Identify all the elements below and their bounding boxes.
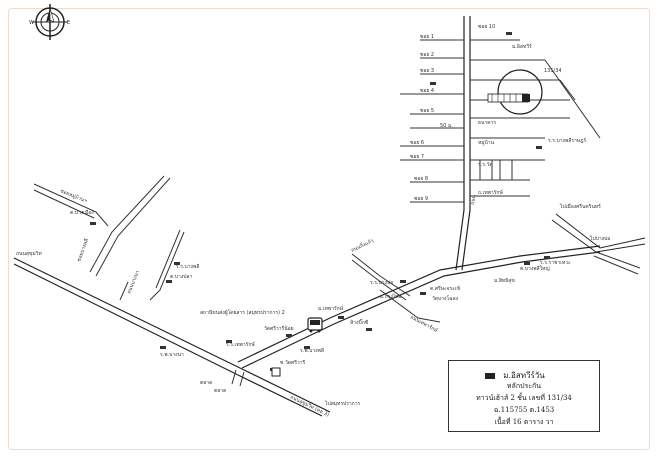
- landmark-road: ถ.เทพารักษ์: [478, 189, 503, 196]
- info-line-3: เนื้อที่ 16 ตาราง วา: [494, 418, 554, 426]
- property-info-box: ม.อิสทวีร์วัน หลักประกัน ทาวน์เฮ้าส์ 2 ช…: [448, 360, 600, 432]
- landmark-issawee: ม.อิสทวีร์: [512, 43, 532, 50]
- road-label-right-top: ไปเมืองศรีนครินทร์: [559, 203, 601, 210]
- diag-road-3: [351, 253, 441, 323]
- diag-road-2: [119, 229, 185, 301]
- landmark-17: ซ.วัดศรีวารี: [280, 359, 306, 366]
- landmark-school-right: ร.ร.บางพลีราษฎร์: [548, 137, 586, 144]
- landmark-wat-school: ร.ร.วัด: [478, 162, 493, 168]
- main-road: [13, 257, 331, 417]
- info-subtitle: หลักประกัน: [506, 382, 542, 390]
- soi-9: ซอย 9: [414, 196, 428, 202]
- landmark-4: ร.พ.บางนา: [160, 352, 184, 358]
- landmark-3: ต.บางปลา: [170, 274, 192, 280]
- property-legend-icon: [485, 373, 495, 379]
- diag-road-1: [33, 175, 171, 277]
- soi-7: ซอย 7: [410, 154, 424, 160]
- vertical-road: [455, 16, 471, 271]
- landmark-11: ธ.กรุงไทย: [380, 293, 402, 300]
- landmark-15: ร.ร.ราชาเทวะ: [540, 260, 571, 266]
- right-fork: [551, 213, 646, 275]
- compass-east: E: [67, 20, 70, 26]
- road-label-diag-2: ซอยบางพลี: [75, 238, 90, 263]
- landmark-5: ร.ร.เทพารักษ์: [226, 341, 255, 348]
- info-title: ม.อิสทวีร์วัน: [503, 371, 545, 380]
- soi-10: ซอย 10: [478, 24, 495, 30]
- landmark-13: วัดบางโฉลง: [432, 295, 459, 302]
- info-line-2: ฉ.115755 ต.1453: [493, 406, 555, 414]
- soi-8: ซอย 8: [414, 176, 428, 182]
- road-label-side-left: ถนนบางนา: [126, 270, 141, 295]
- landmark-19: ตลาด: [214, 388, 226, 394]
- soi-6: ซอย 6: [410, 140, 424, 146]
- road-label-right-mid: ไปบางบ่อ: [589, 235, 610, 242]
- soi-4: ซอย 4: [420, 88, 434, 94]
- landmark-14: ต.บางพลีใหญ่: [520, 265, 550, 272]
- landmark-16: ม.สิทธิสุข: [494, 277, 515, 284]
- landmark-6: วัดศรีวารีน้อย: [264, 325, 294, 332]
- landmark-9: ห้างบิ๊กซี: [350, 318, 369, 326]
- junction-marker-icon: [271, 367, 281, 377]
- road-label-side-right: ถนนเทพารักษ์: [409, 314, 439, 335]
- landmark-8: ม.เทพารักษ์: [318, 305, 344, 312]
- soi-2: ซอย 2: [420, 52, 434, 58]
- bus-station-icon: [307, 317, 323, 333]
- landmark-10: ร.ร.บางบ่อ: [370, 280, 393, 286]
- info-line-1: ทาวน์เฮ้าส์ 2 ชั้น เลขที่ 131/34: [476, 394, 572, 402]
- distance-label: 50 ม.: [440, 123, 453, 129]
- landmark-12: ต.ศรีษะจระเข้: [430, 285, 460, 292]
- landmark-village: หมู่บ้าน: [478, 139, 495, 146]
- landmark-bank: ธนาคาร: [478, 120, 496, 126]
- soi-1: ซอย 1: [420, 34, 434, 40]
- property-location-marker: [487, 69, 543, 115]
- bus-station-label: สถานีขนส่งผู้โดยสาร (สมุทรปราการ) 2: [200, 309, 285, 316]
- road-label-bottom-right: ไปสมุทรปราการ: [324, 400, 361, 407]
- road-label-mid-diag: ถนนกิ่งแก้ว: [350, 237, 375, 254]
- compass-rose-icon: W E: [29, 4, 70, 40]
- road-label-center: ถนน: [470, 194, 477, 205]
- soi-5: ซอย 5: [420, 108, 434, 114]
- landmark-7: ร.พ.บางพลี: [300, 347, 324, 354]
- compass-west: W: [29, 20, 34, 26]
- soi-3: ซอย 3: [420, 68, 434, 74]
- road-label-top-left: ถนนสุขุมวิท: [16, 250, 42, 257]
- side-streets: [400, 39, 601, 203]
- landmark-2: ร.ร.บางพลี: [176, 263, 199, 270]
- lot-number: 131/34: [544, 68, 562, 74]
- landmark-18: ตลาด: [200, 380, 212, 386]
- landmark-1: ต.บางเมือง: [70, 209, 94, 216]
